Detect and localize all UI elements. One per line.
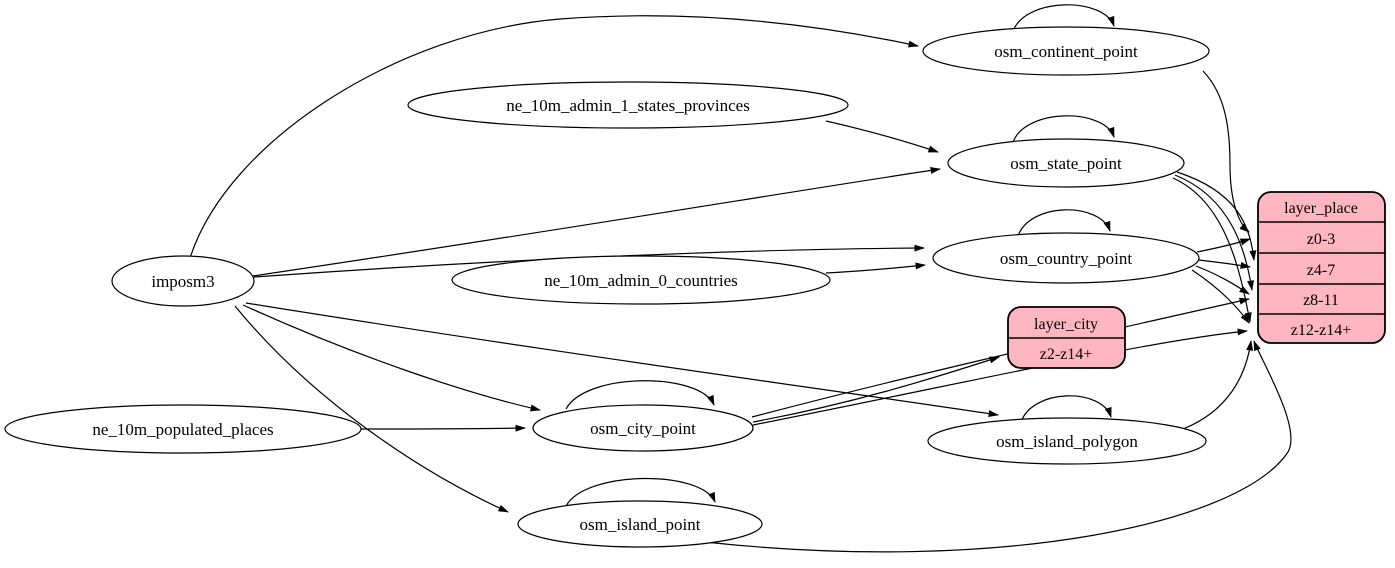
ne_10m_admin_1_states_provinces-label: ne_10m_admin_1_states_provinces [506, 96, 750, 115]
osm_continent_point-label: osm_continent_point [994, 42, 1138, 61]
edge-osm_state_point-layer_place-z8-11 [1174, 174, 1254, 291]
table-layer_place: layer_place z0-3 z4-7 z8-11 z12-z14+ [1257, 191, 1386, 344]
layer_place-row-z0-3: z0-3 [1307, 231, 1335, 248]
node-ne_10m_admin_0_countries: ne_10m_admin_0_countries [451, 255, 831, 305]
edge-osm_island_polygon-layer_place-z12-z14 [1182, 340, 1254, 430]
edge-osm_city_point-layer_city-z2-z14 [752, 356, 1000, 423]
osm_state_point-ellipse [947, 138, 1185, 188]
edge-osm_country_point-layer_place-z8-11 [1195, 265, 1250, 295]
edge-imposm3-osm_city_point [242, 304, 541, 412]
ne_10m_admin_0_countries-ellipse [451, 255, 831, 305]
osm_city_point-ellipse [532, 404, 754, 452]
osm_island_point-ellipse [517, 500, 763, 548]
node-osm_continent_point: osm_continent_point [922, 26, 1210, 76]
ne_10m_admin_0_countries-label: ne_10m_admin_0_countries [544, 271, 738, 290]
ne_10m_admin_1_states_provinces-ellipse [407, 81, 849, 129]
edge-imposm3-osm_continent_point [189, 15, 919, 259]
osm_island_polygon-ellipse [927, 417, 1207, 465]
osm_state_point-label: osm_state_point [1010, 154, 1122, 173]
edge-osm_continent_point-layer_place-z0-3 [1202, 70, 1250, 233]
osm_continent_point-ellipse [922, 26, 1210, 76]
layer_place-row-z12-z14: z12-z14+ [1291, 322, 1352, 339]
layer_city-title: layer_city [1034, 316, 1098, 333]
imposm3-ellipse [111, 255, 255, 307]
osm_island_polygon-label: osm_island_polygon [996, 432, 1138, 451]
node-osm_island_point: osm_island_point [517, 500, 763, 548]
self-loop-osm_city_point [565, 380, 715, 410]
edge-imposm3-osm_island_polygon [245, 302, 999, 418]
edge-group [189, 15, 999, 513]
edge-ne_10m_admin_1_states_provinces-osm_state_point [825, 120, 939, 153]
imposm3-label: imposm3 [151, 272, 214, 291]
node-osm_island_polygon: osm_island_polygon [927, 417, 1207, 465]
layer_place-box [1257, 191, 1386, 344]
self-loop-osm_country_point [1017, 209, 1111, 237]
edge-imposm3-osm_island_point [234, 305, 509, 513]
edge-osm_city_point-layer_place-z12-z14 [752, 328, 1248, 426]
self-loop-osm_island_polygon [1020, 395, 1112, 423]
layer_city-row-z2-z14: z2-z14+ [1040, 346, 1093, 363]
edge-osm_country_point-layer_place-z12-z14 [1191, 269, 1250, 324]
node-ne_10m_admin_1_states_provinces: ne_10m_admin_1_states_provinces [407, 81, 849, 129]
node-osm_country_point: osm_country_point [932, 232, 1200, 284]
osm_country_point-label: osm_country_point [1000, 249, 1132, 268]
edge-imposm3-osm_state_point [252, 166, 941, 277]
edge-ne_10m_admin_0_countries-osm_country_point [825, 262, 926, 274]
edge-osm_country_point-layer_place-z4-7 [1198, 259, 1251, 269]
node-osm_state_point: osm_state_point [947, 138, 1185, 188]
osm_island_point-label: osm_island_point [580, 515, 701, 534]
edge-osm_island_point-layer_place-z12-z14 [704, 340, 1292, 553]
edge-osm_state_point-layer_place-z4-7 [1176, 171, 1257, 261]
edge-osm_city_point-layer_place-z8-11 [751, 297, 1250, 418]
osm_country_point-ellipse [932, 232, 1200, 284]
self-loop-osm_state_point [1012, 115, 1115, 143]
layer_place-row-z4-7: z4-7 [1307, 262, 1335, 279]
node-imposm3: imposm3 [111, 255, 255, 307]
self-loop-osm_continent_point [1012, 4, 1115, 32]
node-ne_10m_populated_places: ne_10m_populated_places [4, 404, 362, 454]
self-loop-osm_island_point [565, 477, 716, 507]
layer_place-row-z8-11: z8-11 [1303, 292, 1339, 309]
node-osm_city_point: osm_city_point [532, 404, 754, 452]
edge-group-layers [704, 70, 1292, 553]
edge-osm_country_point-layer_place-z0-3 [1196, 238, 1251, 253]
self-loop-group [565, 4, 1115, 507]
ne_10m_populated_places-ellipse [4, 404, 362, 454]
table-layer_city: layer_city z2-z14+ [1007, 306, 1126, 369]
osm_city_point-label: osm_city_point [590, 419, 696, 438]
ne_10m_populated_places-label: ne_10m_populated_places [92, 420, 273, 439]
layer_place-title: layer_place [1284, 200, 1358, 217]
edge-ne_10m_populated_places-osm_city_point [360, 424, 526, 432]
